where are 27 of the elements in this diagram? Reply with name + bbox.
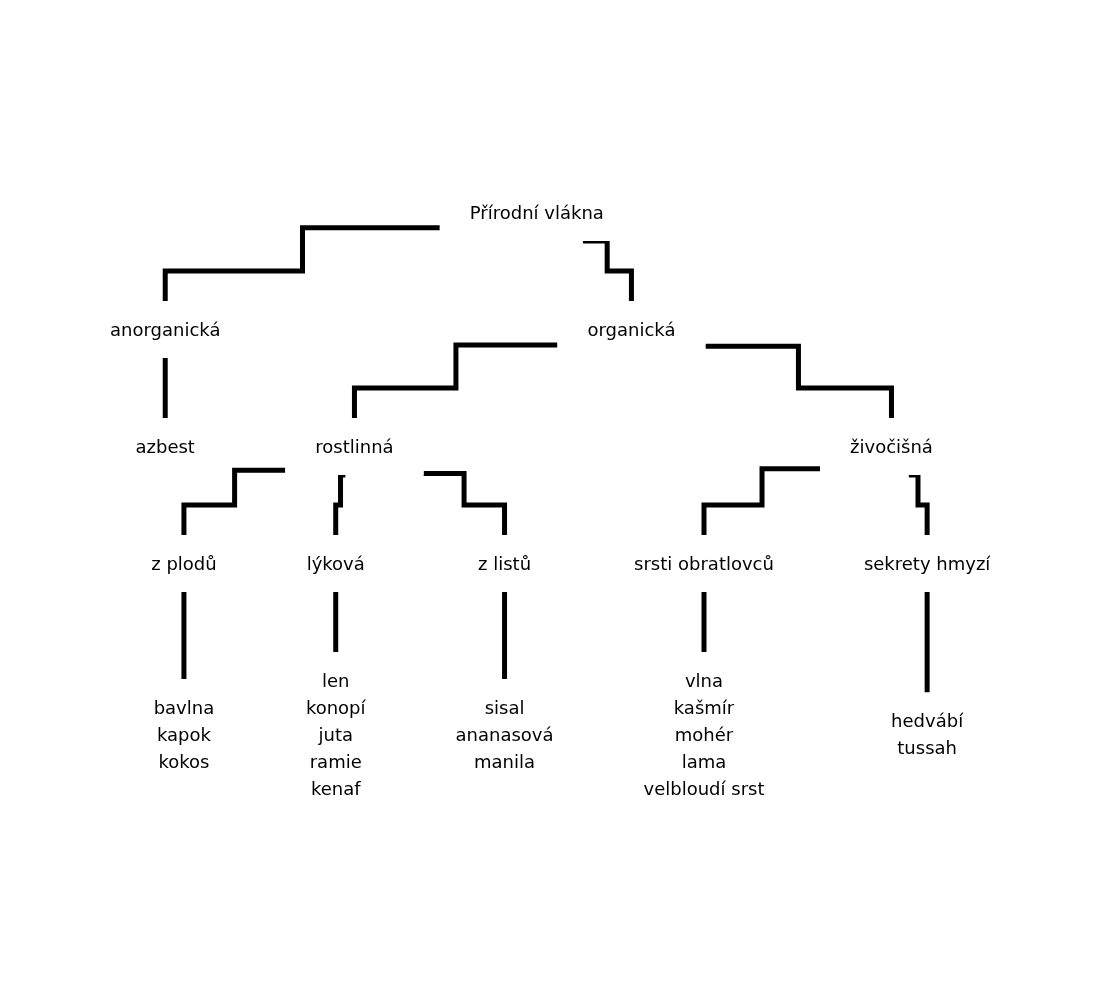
connector	[701, 466, 821, 538]
node-text: azbest	[135, 435, 196, 457]
node-text: sekrety hmyzí	[864, 552, 991, 574]
node-text: rostlinná	[315, 435, 394, 457]
node-text: živočišná	[850, 435, 934, 457]
node-text: srsti obratlovců	[634, 552, 775, 574]
connector	[181, 589, 187, 682]
node-text: organická	[587, 319, 676, 340]
node-text: vlna kašmír mohér lama velbloudí srst	[643, 669, 765, 799]
connector	[163, 355, 169, 421]
node-text: z plodů	[151, 552, 217, 574]
node-text: lýková	[306, 552, 366, 574]
connector	[502, 589, 508, 682]
node-text: bavlna kapok kokos	[153, 696, 215, 772]
connector	[423, 470, 508, 538]
node-text: hedvábí tussah	[891, 710, 964, 759]
connector	[909, 472, 930, 538]
node-text: anorganická	[110, 319, 221, 340]
connector	[163, 225, 441, 304]
connector	[333, 472, 346, 538]
node-text: sisal ananasová manila	[455, 696, 554, 772]
connector	[181, 467, 286, 538]
connector	[924, 589, 930, 695]
node-text: len konopí juta ramie kenaf	[306, 669, 366, 799]
node-text: z listů	[478, 552, 532, 574]
connector	[333, 589, 339, 655]
connector	[701, 589, 707, 655]
